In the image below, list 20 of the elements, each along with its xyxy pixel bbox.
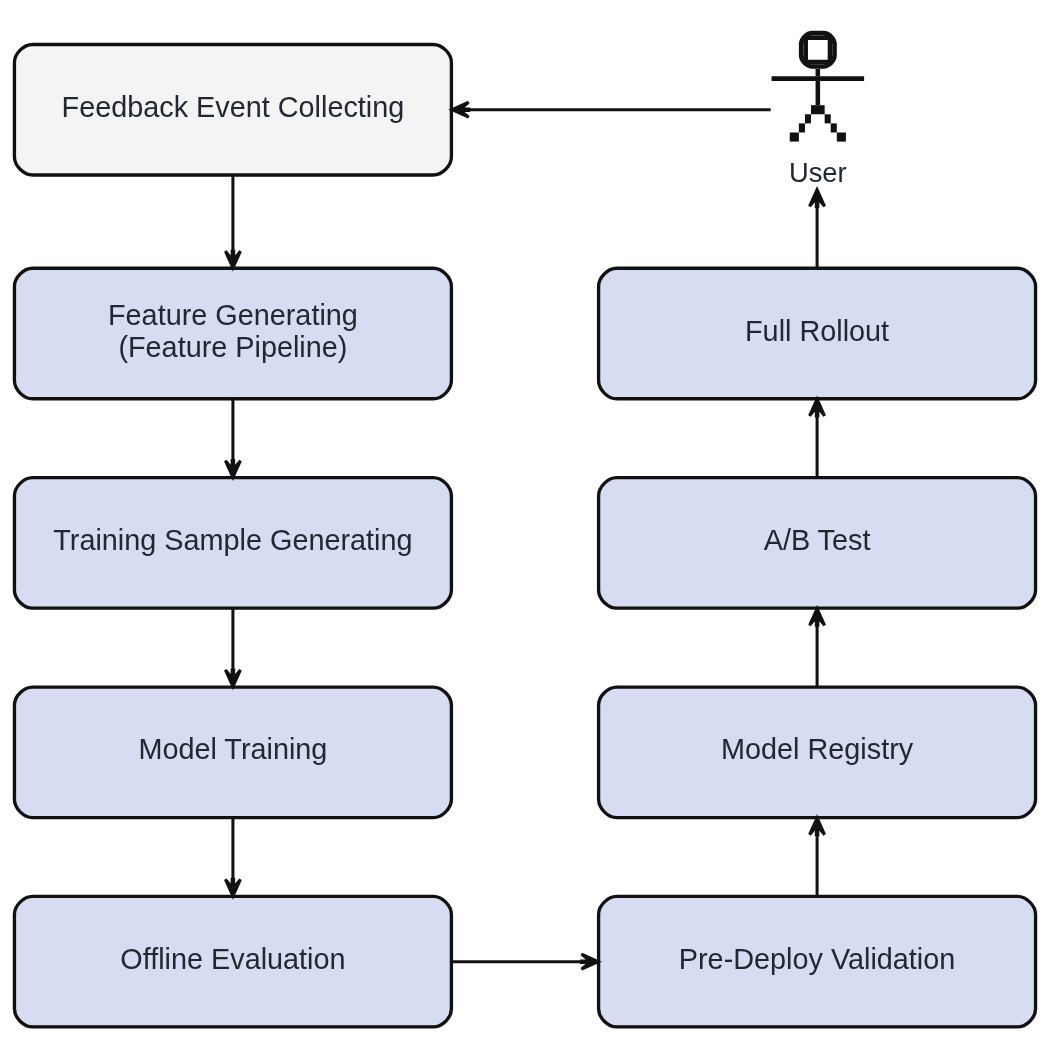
node-box: Pre-Deploy Validation	[596, 894, 1038, 1029]
node-box: Model Registry	[596, 684, 1038, 819]
arrow	[808, 815, 827, 896]
arrow	[223, 174, 242, 269]
node-box: Full Rollout	[596, 266, 1038, 400]
arrow	[808, 606, 827, 687]
node-box: Feature Generating (Feature Pipeline)	[12, 266, 454, 400]
arrow	[808, 397, 827, 477]
node-box: Training Sample Generating	[12, 475, 454, 610]
node-label: User	[789, 156, 847, 188]
node-box: Feedback Event Collecting	[12, 42, 454, 177]
node-box: A/B Test	[596, 475, 1038, 610]
arrow	[223, 398, 242, 479]
node-box: Offline Evaluation	[12, 894, 454, 1029]
node-box: Model Training	[12, 684, 454, 819]
arrow	[450, 100, 771, 119]
arrow	[223, 608, 242, 688]
arrow	[223, 817, 242, 898]
arrow	[808, 187, 827, 268]
arrow	[452, 952, 600, 971]
